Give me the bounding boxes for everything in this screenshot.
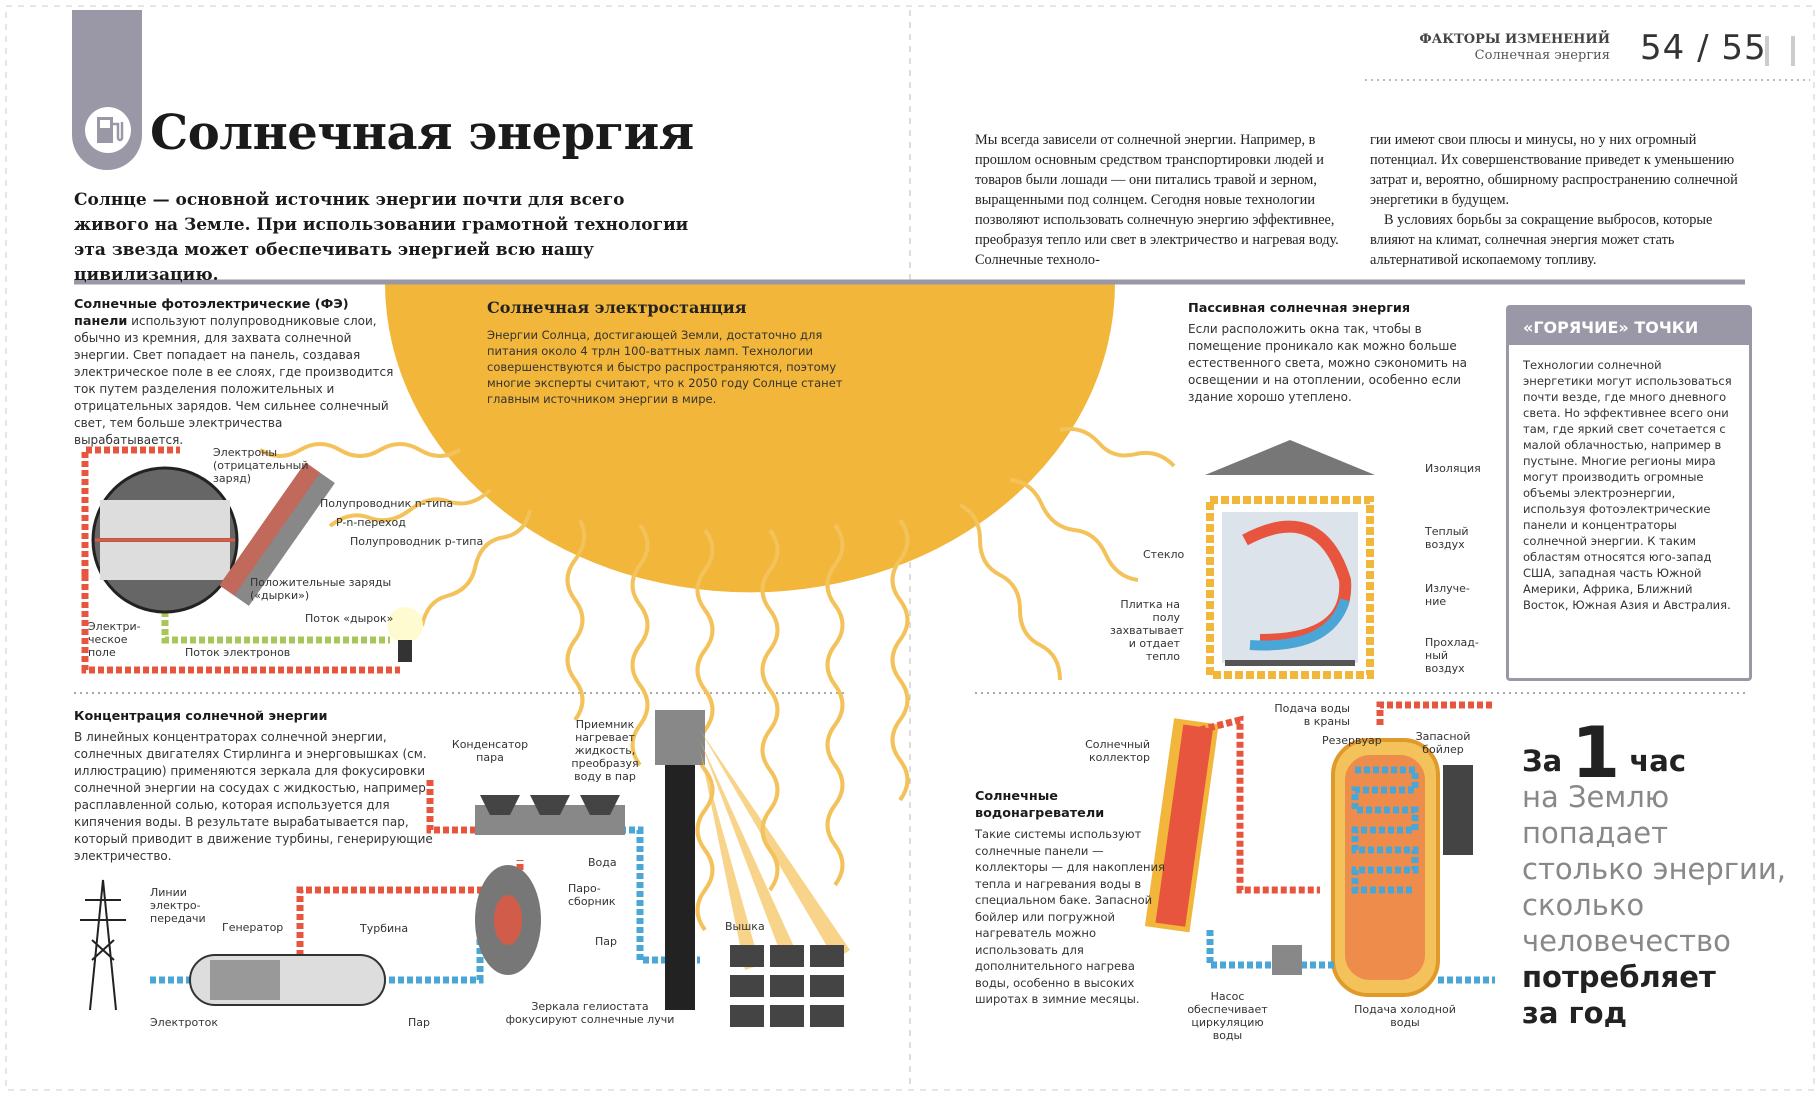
intro-column-2: гии имеют свои плюсы и минусы, но у них … [1370,130,1745,270]
label-receiver: Приемник нагревает жидкость, преобразуя … [571,718,639,783]
intro-column-1: Мы всегда зависели от солнечной энергии.… [975,132,1339,268]
label-glass: Стекло [1143,548,1185,561]
label-pn-junction: P-n-переход [336,516,406,529]
hot-spots-heading: «ГОРЯЧИЕ» ТОЧКИ [1509,308,1749,345]
hot-spots-text: Технологии солнечной энергетики могут ис… [1523,358,1732,612]
label-tower: Вышка [725,920,765,933]
fact-callout: За 1 час на Землю попадает столько энерг… [1522,718,1792,1031]
label-backup-boiler: Запасной бойлер [1415,730,1471,756]
label-steam-1: Пар [408,1016,430,1029]
label-power-lines: Линии электро-передачи [150,886,206,925]
label-generator: Генератор [222,921,284,934]
label-reservoir: Резервуар [1322,734,1382,747]
subsection-name: Солнечная энергия [1474,48,1610,63]
page-numbers: 54 / 55 [1640,28,1767,68]
label-hole-flow: Поток «дырок» [305,612,394,625]
heater-text: Такие системы используют солнечные панел… [975,827,1165,1006]
section-name: ФАКТОРЫ ИЗМЕНЕНИЙ [1419,32,1610,47]
page-title: Солнечная энергия [150,105,694,161]
label-warm-air: Теплый воздух [1425,525,1469,551]
csp-text: В линейных концентраторах солнечной энер… [74,730,433,863]
label-current: Электроток [150,1016,219,1029]
lead-paragraph: Солнце — основной источник энергии почти… [74,190,689,285]
csp-diagram [80,710,850,1027]
pv-diagram [81,446,423,674]
csp-description: Концентрация солнечной энергии В линейны… [74,708,434,865]
fact-line-6: потребляет [1522,960,1716,994]
label-steam-collector: Паро-сборник [568,882,616,908]
intro-col2-part1: гии имеют свои плюсы и минусы, но у них … [1370,132,1738,208]
page-mark [1765,36,1795,66]
fact-line-3: столько энергии, [1522,852,1786,886]
fact-pre: За [1522,744,1563,778]
passive-text: Если расположить окна так, чтобы в помещ… [1188,322,1468,404]
station-box: Солнечная электростанция Энергии Солнца,… [487,298,857,407]
station-text: Энергии Солнца, достигающей Земли, доста… [487,328,843,406]
sun-shape [385,283,1115,593]
heater-description: Солнечные водонагреватели Такие системы … [975,788,1165,1008]
label-tile: Плитка на полу захватывает и отдает тепл… [1110,598,1184,663]
fact-line-1: на Землю [1522,780,1670,814]
csp-heading: Концентрация солнечной энергии [74,709,328,724]
fact-line-2: попадает [1522,816,1668,850]
passive-description: Пассивная солнечная энергия Если располо… [1188,300,1488,406]
pv-description: Солнечные фотоэлектрические (ФЭ) панели … [74,296,394,449]
label-holes: Положительные заряды («дырки») [250,576,392,602]
heater-heading: Солнечные водонагреватели [975,789,1105,821]
label-insulation: Изоляция [1425,462,1481,475]
label-mirrors: Зеркала гелиостата фокусируют солнечные … [505,1000,675,1026]
label-pump: Насос обеспечивает циркуляцию воды [1187,990,1268,1042]
water-heater-diagram [1144,701,1495,997]
label-water: Вода [588,856,617,869]
intro-col2-part2: В условиях борьбы за сокращение выбросов… [1370,212,1713,268]
label-steam-2: Пар [595,935,617,948]
fuel-pump-icon [84,106,132,159]
fact-unit: час [1629,744,1687,778]
label-electron-flow: Поток электронов [185,646,291,659]
label-condenser: Конденсатор пара [451,738,529,764]
label-turbine: Турбина [360,922,409,935]
fact-line-4: сколько [1522,888,1645,922]
label-cool-air: Прохлад-ный воздух [1425,636,1479,675]
running-header: ФАКТОРЫ ИЗМЕНЕНИЙ Солнечная энергия [1419,32,1610,64]
label-cold-water: Подача холодной воды [1354,1003,1456,1029]
label-p-type: Полупроводник p-типа [350,535,484,548]
pv-text: используют полупроводниковые слои, обычн… [74,314,394,447]
label-n-type: Полупроводник n-типа [320,497,454,510]
label-electrons: Электроны (отрицательный заряд) [213,446,309,485]
fact-line-5: человечество [1522,924,1731,958]
hot-spots-box: «ГОРЯЧИЕ» ТОЧКИ Технологии солнечной эне… [1506,305,1752,681]
label-field: Электри-ческое поле [88,620,141,659]
pv-heading: Солнечные фотоэлектрические (ФЭ) панели [74,297,349,329]
fact-number: 1 [1571,712,1621,794]
fact-line-7: за год [1522,996,1628,1030]
label-solar-collector: Солнечный коллектор [1085,738,1150,764]
label-tap-supply: Подача воды в краны [1274,702,1350,728]
passive-heading: Пассивная солнечная энергия [1188,301,1411,316]
label-radiation: Излуче-ние [1425,582,1470,608]
house-diagram [1205,440,1375,679]
station-heading: Солнечная электростанция [487,298,747,317]
